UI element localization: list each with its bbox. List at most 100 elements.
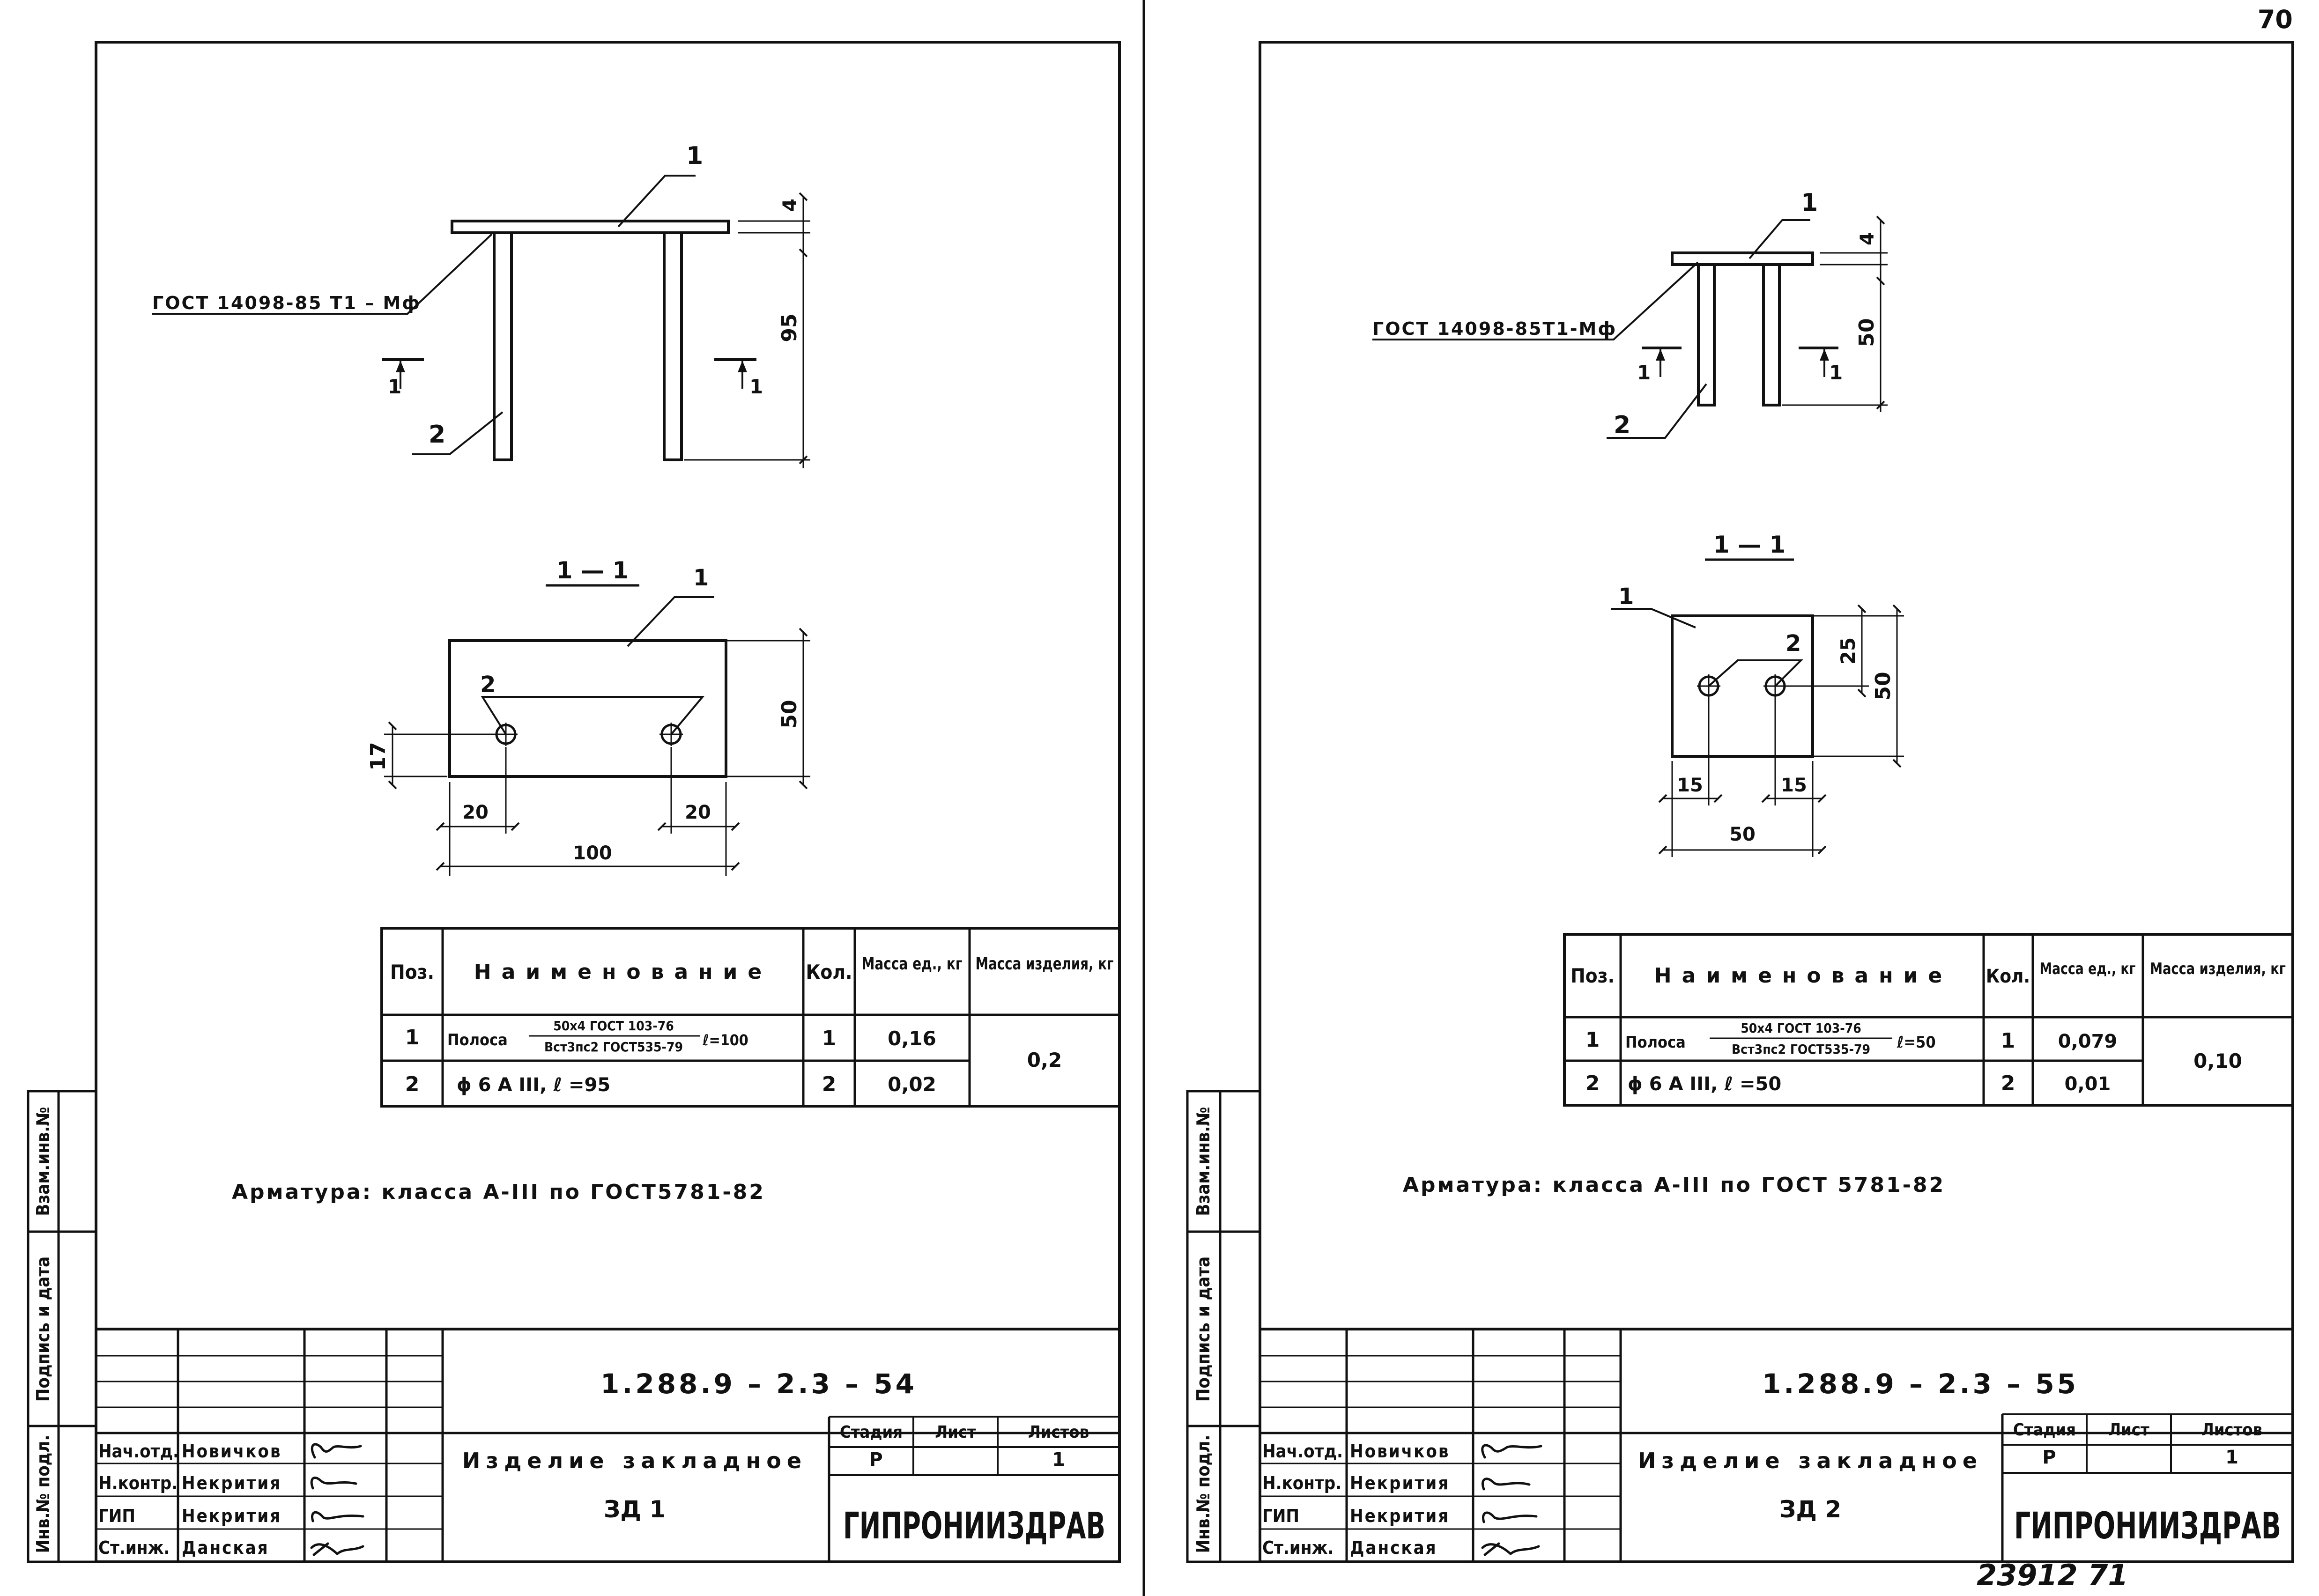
spec-row2-pos: 2 <box>405 1072 420 1096</box>
dim-bar-height: 95 <box>778 313 801 342</box>
tb-org: ГИПРОНИИЗДРАВ <box>2014 1505 2281 1547</box>
spec-total-mass: 0,2 <box>1027 1049 1062 1071</box>
side-label-vzam-inv: Взам.инв.№ <box>33 1107 53 1216</box>
dim-bar-height: 50 <box>1855 318 1879 347</box>
spec-header-total-mass: Масса изделия, кг <box>976 954 1114 974</box>
section-mark-right: 1 <box>1829 361 1843 384</box>
tb-stage: Р <box>869 1449 882 1470</box>
callout-bar: 2 <box>429 421 445 449</box>
tb-stage-label: Стадия <box>840 1423 903 1442</box>
section-dim-bar-offset: 17 <box>366 742 390 770</box>
side-label-vzam-inv: Взам.инв.№ <box>1193 1107 1214 1216</box>
signature-2 <box>310 1477 357 1490</box>
sheet-left-spec-table: Поз. Наименование Кол. Масса ед., кг Мас… <box>380 927 1121 1108</box>
tb-mark: ЗД 1 <box>604 1496 666 1523</box>
anchor-bar-left <box>1697 263 1716 406</box>
tb-staff-person-2: Некрития <box>182 1473 282 1493</box>
callout-plate: 1 <box>686 142 703 170</box>
spec-row1-name-suffix: ℓ=50 <box>1897 1033 1936 1052</box>
dim-plate-thickness: 4 <box>779 199 801 212</box>
weld-note: ГОСТ 14098-85Т1-Мф <box>1372 318 1617 339</box>
spec-header-total-mass: Масса изделия, кг <box>2150 960 2286 978</box>
section-mark-right: 1 <box>749 375 763 398</box>
footer-note: 23912 71 <box>1977 1558 2128 1592</box>
side-label-inv-podl: Инв.№ подл. <box>1193 1435 1214 1553</box>
section-callout-bar: 2 <box>1786 630 1801 657</box>
signature-1 <box>1481 1444 1542 1459</box>
rebar-note: Арматура: класса А-III по ГОСТ5781-82 <box>232 1180 765 1204</box>
spec-row2-mass: 0,02 <box>888 1073 936 1096</box>
spec-header-qty: Кол. <box>806 961 852 983</box>
spec-total-mass: 0,10 <box>2193 1049 2242 1072</box>
spec-row2-name: ϕ 6 А III, ℓ =50 <box>1628 1073 1781 1095</box>
section-dim-width: 50 <box>1729 824 1756 845</box>
tb-staff-role-3: ГИП <box>1262 1506 1299 1526</box>
weld-note: ГОСТ 14098-85 Т1 – Мф <box>152 293 421 313</box>
spec-row1-name-bottom: Вст3пс2 ГОСТ535-79 <box>544 1039 683 1055</box>
section-mark-left: 1 <box>388 375 401 398</box>
callout-plate: 1 <box>1801 189 1818 217</box>
spec-row1-name-top: 50x4 ГОСТ 103-76 <box>553 1018 674 1034</box>
section-dim-width: 100 <box>573 842 612 864</box>
spec-row1-name-top: 50x4 ГОСТ 103-76 <box>1741 1020 1861 1036</box>
sheet-right-frame <box>1259 41 2294 1563</box>
spec-row1-pos: 1 <box>1586 1028 1600 1052</box>
tb-staff-role-1: Нач.отд. <box>98 1441 179 1462</box>
spec-header-name: Наименование <box>1654 964 1952 988</box>
section-title: 1 — 1 <box>556 557 629 584</box>
spec-header-unit-mass: Масса ед., кг <box>2040 960 2136 978</box>
tb-staff-role-4: Ст.инж. <box>98 1537 170 1558</box>
tb-staff-person-1: Новичков <box>182 1441 282 1462</box>
sheet-right-elevation: 1 2 ГОСТ 14098-85Т1-Мф 1 1 4 50 <box>1372 189 1888 439</box>
tb-staff-role-2: Н.контр. <box>1262 1473 1341 1493</box>
side-label-signature-date: Подпись и дата <box>33 1256 53 1402</box>
section-dim-height: 50 <box>778 700 801 728</box>
tb-doc-code: 1.288.9 – 2.3 – 54 <box>600 1368 917 1400</box>
tb-sheets: 1 <box>1052 1449 1065 1470</box>
spec-header-unit-mass: Масса ед., кг <box>862 954 963 974</box>
tb-sheet-label: Лист <box>2108 1420 2149 1440</box>
spec-row1-name-bottom: Вст3пс2 ГОСТ535-79 <box>1732 1042 1870 1057</box>
tb-org: ГИПРОНИИЗДРАВ <box>843 1505 1105 1547</box>
spec-row2-qty: 2 <box>2001 1071 2015 1095</box>
tb-staff-person-4: Данская <box>182 1537 269 1558</box>
sheet-right-title-block: 1.288.9 – 2.3 – 55 Изделие закладное ЗД … <box>1260 1328 2293 1562</box>
tb-name: Изделие закладное <box>1638 1448 1983 1473</box>
callout-bar: 2 <box>1614 411 1630 439</box>
dim-plate-thickness: 4 <box>1857 232 1878 245</box>
section-dim-height: 50 <box>1871 672 1895 700</box>
rebar-note: Арматура: класса А-III по ГОСТ 5781-82 <box>1403 1173 1945 1197</box>
section-plate <box>448 639 727 778</box>
spec-row2-pos: 2 <box>1586 1071 1600 1095</box>
tb-staff-role-4: Ст.инж. <box>1262 1537 1334 1558</box>
spec-header-pos: Поз. <box>390 961 434 983</box>
tb-sheets-label: Листов <box>2201 1420 2262 1440</box>
tb-name: Изделие закладное <box>462 1448 807 1473</box>
spec-header-qty: Кол. <box>1986 966 2030 987</box>
signature-3 <box>1482 1511 1538 1523</box>
spec-row2-name: ϕ 6 А III, ℓ =95 <box>457 1074 610 1096</box>
spec-row1-qty: 1 <box>822 1027 837 1050</box>
sheet-right-side-stamp: Инв.№ подл. Подпись и дата Взам.инв.№ <box>1186 1090 1261 1563</box>
section-dim-edge-right: 20 <box>685 802 711 823</box>
spec-row1-name-suffix: ℓ=100 <box>702 1031 748 1049</box>
page-number: 70 <box>2258 5 2293 34</box>
section-callout-plate: 1 <box>1618 584 1634 610</box>
sheet-left-elevation: 1 2 ГОСТ 14098-85 Т1 – Мф 1 1 4 95 <box>152 142 810 468</box>
spec-header-pos: Поз. <box>1571 964 1615 987</box>
tb-mark: ЗД 2 <box>1779 1496 1841 1523</box>
tb-staff-person-2: Некрития <box>1350 1473 1450 1493</box>
section-callout-plate: 1 <box>693 565 709 591</box>
sheet-right: Инв.№ подл. Подпись и дата Взам.инв.№ 1 … <box>1186 41 2294 1563</box>
spec-header-name: Наименование <box>474 960 772 984</box>
spec-row2-mass: 0,01 <box>2065 1073 2111 1095</box>
spec-row1-name-prefix: Полоса <box>1625 1033 1686 1052</box>
section-callout-bar: 2 <box>480 672 496 698</box>
sheet-left-section: 1 — 1 1 2 50 17 <box>366 557 810 876</box>
signature-3 <box>311 1511 364 1522</box>
spec-row1-mass: 0,079 <box>2058 1031 2118 1052</box>
tb-staff-role-3: ГИП <box>98 1506 135 1526</box>
section-dim-bar-offset: 25 <box>1837 637 1860 665</box>
sheet-left: Инв.№ подл. Подпись и дата Взам.инв.№ 1 … <box>27 41 1121 1563</box>
